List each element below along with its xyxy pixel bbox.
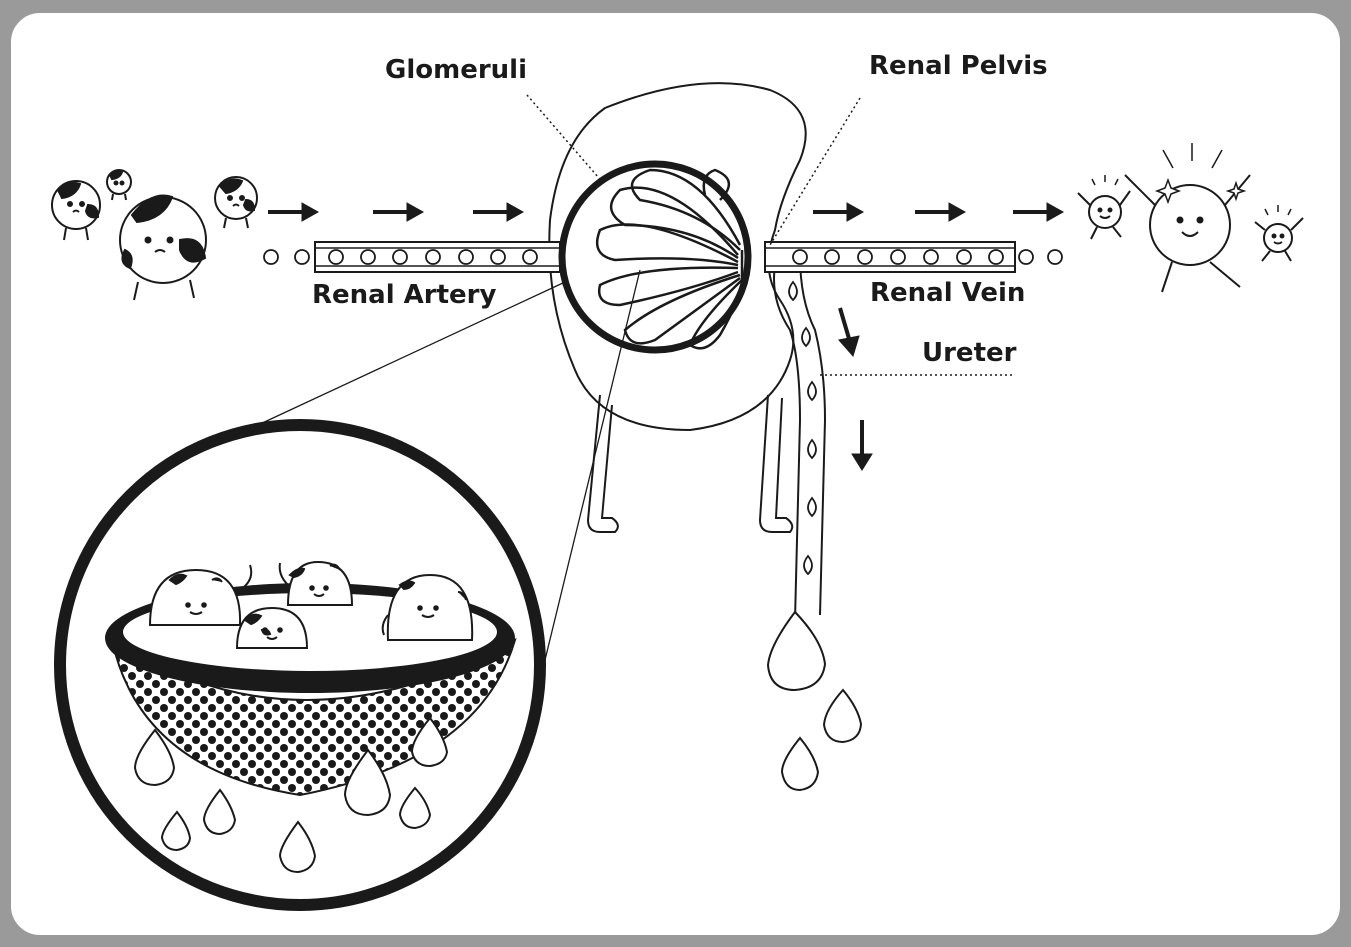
label-ureter: Ureter (922, 338, 1017, 368)
magnified-filter-view (60, 425, 540, 905)
label-renal-artery: Renal Artery (312, 280, 497, 310)
label-glomeruli: Glomeruli (385, 55, 527, 85)
label-renal-pelvis: Renal Pelvis (869, 51, 1048, 81)
label-renal-vein: Renal Vein (870, 278, 1025, 308)
glomeruli-closeup (562, 164, 748, 350)
